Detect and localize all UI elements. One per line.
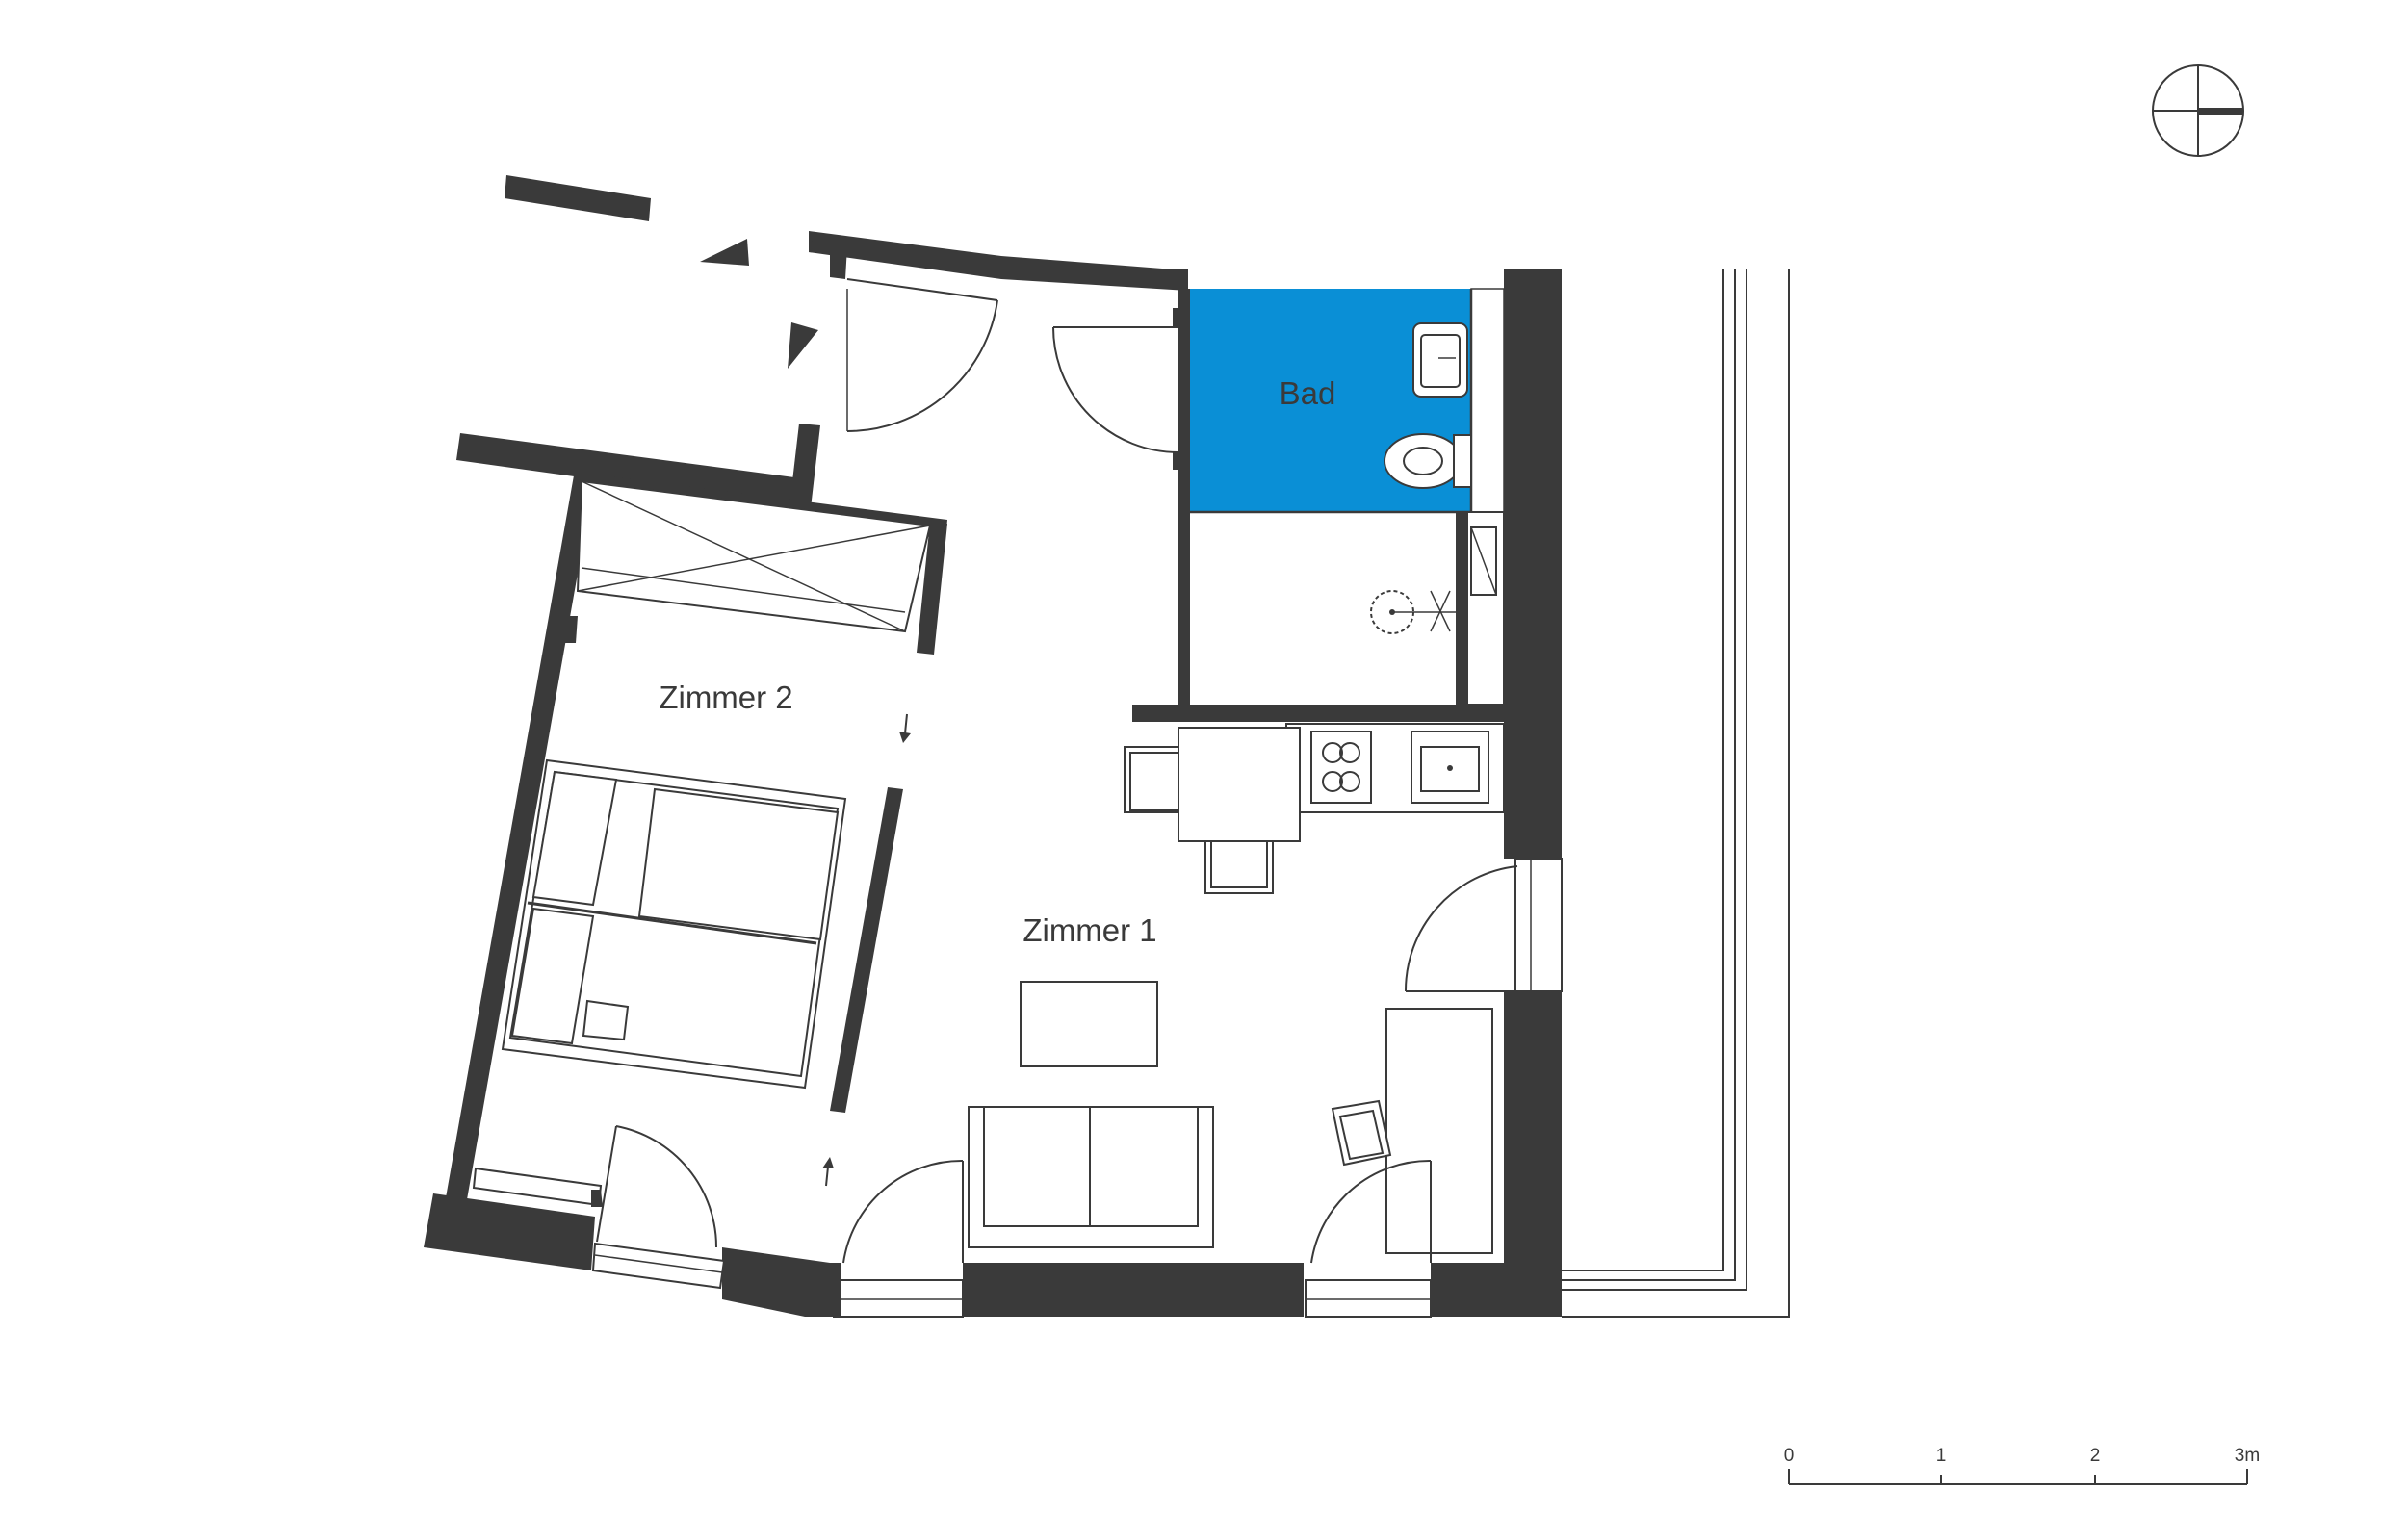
scale-tick-3: 3m [2235, 1446, 2260, 1466]
sofa [968, 1106, 1214, 1248]
entry-walls [456, 175, 1188, 508]
entry-arrow-icon [788, 322, 818, 369]
room-label-room2: Zimmer 2 [659, 680, 792, 715]
room-label-bath: Bad [1280, 375, 1336, 411]
wardrobe [576, 479, 932, 633]
desk-door [1305, 1159, 1432, 1318]
slide-arrow-icon [822, 1157, 834, 1187]
washbasin-icon [1412, 322, 1468, 398]
scale-tick-1: 1 [1936, 1446, 1947, 1466]
north-arrow-icon [2152, 64, 2244, 157]
scale-bar: 0 1 2 3m [1784, 1446, 2260, 1485]
desk [1331, 1008, 1493, 1254]
kitchen [1285, 723, 1505, 813]
double-bed [501, 758, 847, 1090]
coffee-table [1020, 981, 1158, 1067]
scale-tick-2: 2 [2090, 1446, 2101, 1466]
living-door [830, 1159, 964, 1318]
balcony [1562, 270, 1790, 1318]
shower-icon [1370, 590, 1456, 634]
sliding-partition [830, 787, 903, 1113]
room-label-room1: Zimmer 1 [1022, 912, 1156, 948]
entry-arrow-icon [700, 239, 749, 266]
slide-arrow-icon [899, 713, 911, 743]
room2-door [591, 1125, 726, 1290]
toilet-icon [1384, 433, 1472, 489]
dining-table [1124, 727, 1301, 894]
bath-door [1052, 308, 1186, 470]
balcony-door [1404, 858, 1563, 992]
radiator [472, 1167, 603, 1207]
scale-tick-0: 0 [1784, 1446, 1795, 1466]
switch-icon [591, 1190, 603, 1207]
entry-door [846, 278, 998, 432]
